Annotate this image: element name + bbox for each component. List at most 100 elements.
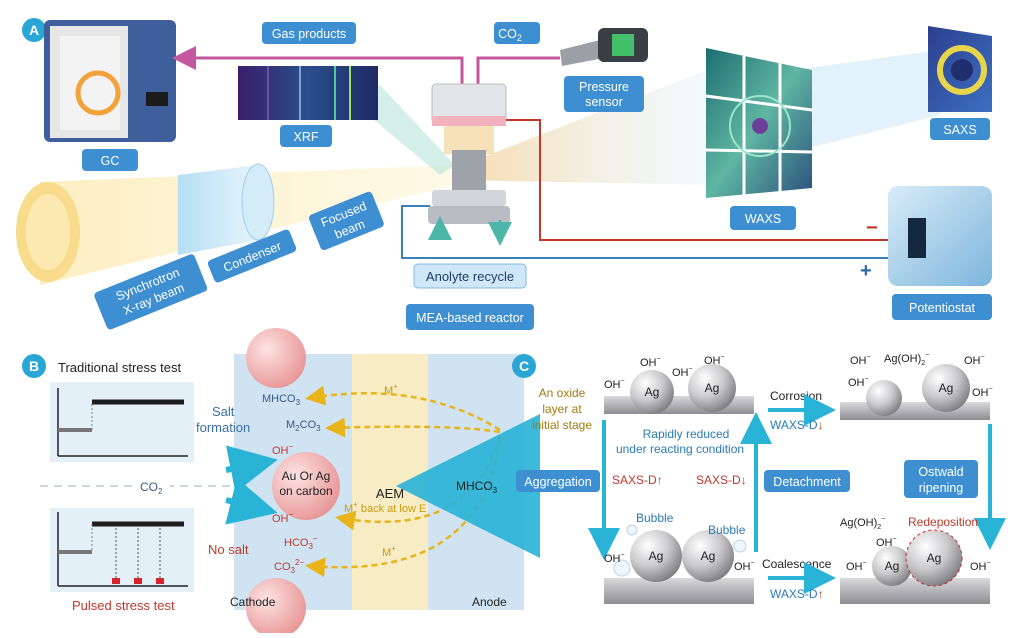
detachment-box (764, 470, 850, 492)
saxs-box (930, 118, 990, 140)
oh-c4: OH− (604, 378, 625, 391)
salt-formation-label-2: formation (196, 420, 250, 435)
oh-c6: OH− (848, 376, 869, 389)
scattered-beam (455, 65, 720, 185)
detachment-label: Detachment (773, 475, 841, 489)
ag-particle-corroded-2 (922, 364, 970, 412)
gas-products-line (172, 46, 464, 92)
oh-c5: OH− (850, 354, 871, 367)
catalyst-label-1: Au Or Ag (282, 469, 331, 483)
panel-c-badge-text: C (519, 358, 529, 374)
co2-divider-label: CO2 (140, 480, 163, 496)
ag-particle-agg-1 (630, 530, 682, 582)
ag-label-redep-1: Ag (885, 559, 900, 573)
panel-c-badge (512, 354, 536, 378)
synchrotron-source-face (26, 194, 70, 270)
slab-aggregated (604, 578, 754, 604)
panel-b-badge-text: B (29, 358, 39, 374)
ostwald-label-1: Ostwald (918, 465, 963, 479)
co2-inlet-line (476, 56, 560, 92)
redeposition-label: Redeposition (908, 515, 978, 529)
ag-label-redep-2: Ag (927, 551, 942, 565)
redeposition-outline (905, 529, 963, 587)
mea-reactor-label: MEA-based reactor (416, 311, 524, 325)
ag-label-agg-2: Ag (701, 549, 716, 563)
ostwald-label-2: ripening (919, 481, 964, 495)
waxs-label: WAXS (745, 212, 781, 226)
pressure-sensor-label-1: Pressure (579, 80, 629, 94)
pulsed-stress-title: Pulsed stress test (72, 598, 175, 613)
mhco3-label: MHCO3 (262, 393, 301, 407)
oxide-label-1: An oxide (539, 386, 586, 400)
waxs-down-label: WAXS-D↓ (770, 418, 824, 432)
panel-a-badge (22, 18, 46, 42)
saxs-label: SAXS (943, 123, 976, 137)
oh-c2: OH− (704, 354, 725, 367)
bubble-label-2: Bubble (708, 523, 746, 537)
panel-a: A GC XRF (16, 18, 992, 330)
oh-c1: OH− (640, 356, 661, 369)
oh-c12: OH− (846, 560, 867, 573)
pressure-sensor-box (564, 76, 644, 112)
oxide-label-3: initial stage (532, 418, 592, 432)
co2-arrow-up (225, 445, 278, 493)
red-wire (506, 119, 888, 241)
xrf-label-box (280, 125, 332, 147)
agoh2-top-label: Ag(OH)2− (884, 352, 929, 367)
oh-c13: OH− (970, 560, 991, 573)
traditional-stress-title: Traditional stress test (58, 360, 181, 375)
coalescence-label: Coalescence (762, 557, 832, 571)
cathode-particle-bottom (246, 578, 306, 638)
gc-instrument (44, 20, 176, 142)
no-salt-label: No salt (208, 542, 249, 557)
anode-mhco3-label: MHCO3 (456, 479, 498, 495)
xrf-spectrum-lines (267, 66, 351, 120)
mea-reactor (428, 83, 510, 224)
oh-c11: OH− (876, 536, 897, 549)
co2-box (494, 22, 540, 44)
pressure-sensor-label-2: sensor (585, 95, 623, 109)
ag-particle-agg-2 (682, 530, 734, 582)
saxs-down-label: SAXS-D↓ (696, 473, 747, 487)
ostwald-box (904, 460, 978, 498)
corrosion-label: Corrosion (770, 389, 822, 403)
mea-reactor-box (406, 304, 534, 330)
cathode-particle-top (246, 328, 306, 388)
m-plus-bottom-label: M+ (382, 544, 396, 559)
oh-top-label: OH− (272, 442, 294, 457)
potentiostat-box (892, 294, 992, 320)
slab-redeposited (840, 578, 990, 604)
oh-c9: OH− (604, 552, 625, 565)
traditional-plot (57, 388, 188, 457)
traditional-plot-bg (50, 382, 194, 462)
bubble-3 (733, 539, 747, 553)
co2-label: CO2 (498, 27, 522, 43)
agoh2-bottom-label: Ag(OH)2− (840, 516, 885, 531)
ag-particle-initial-2 (688, 364, 736, 412)
aem-label: AEM (376, 486, 404, 501)
gc-label-box (82, 149, 138, 171)
co3-label: CO32− (274, 558, 304, 575)
xrf-label: XRF (294, 130, 319, 144)
catalyst-particle (272, 452, 340, 520)
oh-c10: OH− (734, 560, 755, 573)
potentiostat-label: Potentiostat (909, 301, 976, 315)
saxs-up-label: SAXS-D↑ (612, 473, 663, 487)
aggregation-label: Aggregation (524, 475, 591, 489)
bubble-2 (626, 524, 638, 536)
hco3-label: HCO3− (284, 534, 318, 551)
xrf-spectrum (238, 66, 378, 120)
panel-c: C An oxide layer at initial stage Ag Ag … (512, 352, 1006, 604)
gc-label: GC (101, 154, 120, 168)
waxs-detector (705, 48, 813, 198)
panel-b-badge (22, 354, 46, 378)
bubble-1 (613, 559, 631, 577)
cathode-label: Cathode (230, 595, 276, 609)
slab-corroded (840, 402, 990, 420)
aggregation-box (516, 470, 600, 492)
oh-c7: OH− (964, 354, 985, 367)
oh-bottom-label: OH− (272, 510, 294, 525)
condenser-body (178, 165, 258, 255)
ag-particle-corroded-1 (866, 380, 902, 416)
